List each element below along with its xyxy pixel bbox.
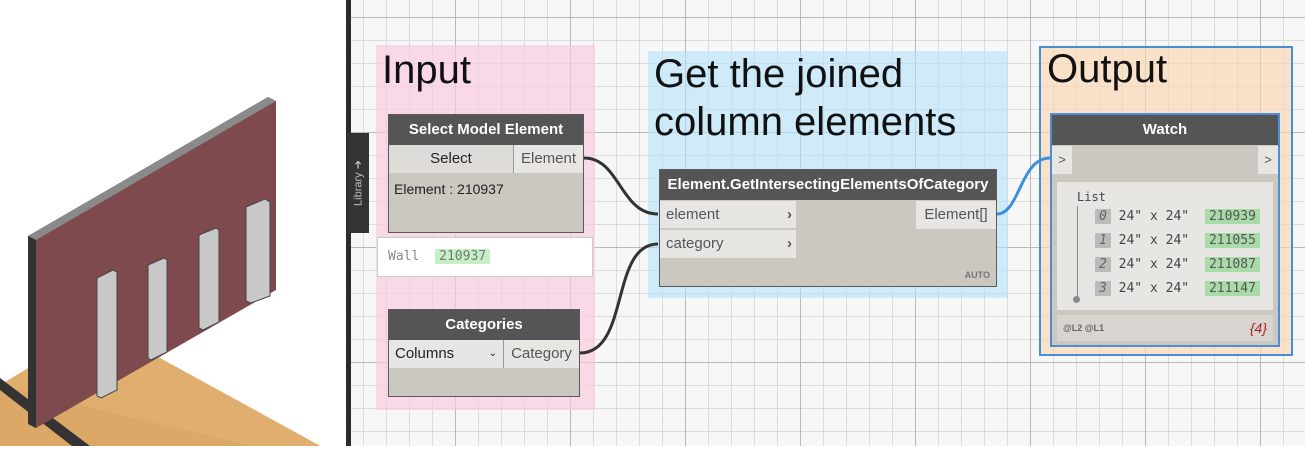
chevron-right-icon: ›	[787, 206, 792, 223]
wire-category	[579, 242, 659, 355]
input-port-category[interactable]: category ›	[660, 230, 796, 258]
category-dropdown[interactable]: Columns ⌄	[389, 340, 504, 368]
wall-columns-model	[0, 97, 346, 450]
wire-output	[996, 156, 1051, 216]
categories-node[interactable]: Categories Columns ⌄ Category	[388, 309, 580, 397]
selected-element-value: Element : 210937	[394, 181, 504, 197]
watch-input-port[interactable]: >	[1052, 146, 1072, 174]
select-preview-bubble: Wall 210937	[377, 237, 593, 277]
input-port-element[interactable]: element ›	[660, 201, 796, 229]
watch-output-port[interactable]: >	[1258, 146, 1278, 174]
node-title: Select Model Element	[389, 115, 583, 145]
list-item: 3 24" x 24" 211147	[1095, 281, 1260, 296]
select-model-element-node[interactable]: Select Model Element Select Element Elem…	[388, 114, 584, 233]
watch-node[interactable]: Watch > > List 0 24" x 24" 210939 1 24" …	[1050, 113, 1280, 347]
node-title: Element.GetIntersectingElementsOfCategor…	[660, 170, 996, 200]
chevron-down-icon: ⌄	[488, 348, 497, 359]
revit-3d-view[interactable]	[0, 0, 346, 450]
select-button[interactable]: Select	[389, 145, 514, 173]
list-item: 0 24" x 24" 210939	[1095, 209, 1260, 224]
wire-element	[583, 156, 659, 216]
list-item: 2 24" x 24" 211087	[1095, 257, 1260, 272]
group-title-input: Input	[382, 48, 471, 92]
preview-id: 210937	[435, 249, 491, 264]
node-title: Watch	[1052, 115, 1278, 145]
item-count: {4}	[1249, 320, 1267, 336]
lacing-label: AUTO	[964, 270, 990, 280]
dropdown-value: Columns	[395, 345, 455, 362]
watch-footer: @L2 @L1 {4}	[1057, 315, 1273, 341]
watch-tree: List 0 24" x 24" 210939 1 24" x 24" 2110…	[1057, 182, 1273, 310]
output-port-element[interactable]: Element	[514, 145, 583, 173]
group-title-middle-1: Get the joined	[654, 52, 904, 96]
preview-type: Wall	[388, 249, 420, 264]
chevron-right-icon: ›	[787, 235, 792, 252]
port-label: category	[666, 235, 724, 252]
list-item: 1 24" x 24" 211055	[1095, 233, 1260, 248]
group-title-output: Output	[1047, 47, 1168, 91]
node-title: Categories	[389, 310, 579, 340]
port-label: element	[666, 206, 720, 223]
output-port-elements[interactable]: Element[]	[916, 201, 996, 229]
group-title-middle-2: column elements	[654, 100, 957, 144]
get-intersecting-node[interactable]: Element.GetIntersectingElementsOfCategor…	[659, 169, 997, 287]
library-tab[interactable]: Library ➜	[347, 133, 369, 233]
output-port-category[interactable]: Category	[504, 340, 579, 368]
list-label: List	[1077, 190, 1106, 204]
list-levels: @L2 @L1	[1063, 323, 1105, 333]
